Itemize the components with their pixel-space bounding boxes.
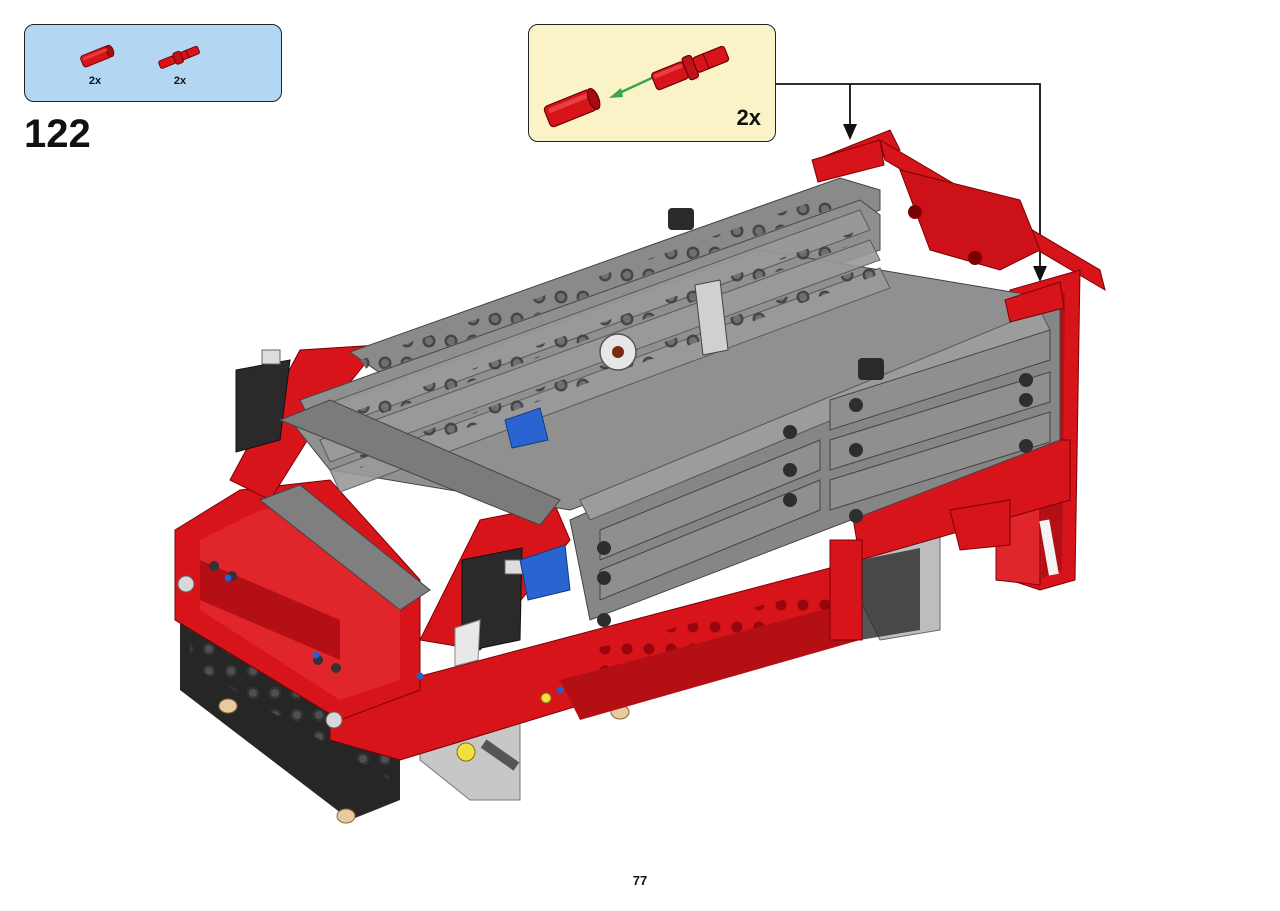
step-number: 122 — [24, 112, 91, 156]
red-axle-pin-icon — [651, 45, 730, 91]
arrow-down-icon — [843, 124, 857, 140]
insertion-arrow-icon — [609, 75, 655, 98]
rear-pin-highlights — [811, 139, 1065, 323]
part-quantity: 2x — [173, 75, 187, 87]
subassembly-callout: 2x — [528, 24, 776, 142]
parts-list-callout: 2x 2x — [24, 24, 282, 102]
red-connector-axle-part: 2x — [65, 39, 125, 93]
subassembly-illustration — [543, 45, 730, 128]
callout-leader-lines — [776, 83, 1041, 270]
grey-bed-panels — [278, 177, 1061, 627]
arrow-down-icon — [1033, 266, 1047, 282]
part-quantity: 2x — [88, 75, 102, 87]
red-axle-pin-part: 2x — [150, 39, 210, 93]
red-connector-icon — [543, 87, 601, 128]
cab-frame — [229, 344, 571, 667]
red-connector-icon — [80, 44, 115, 68]
subassembly-quantity: 2x — [736, 105, 761, 130]
red-axle-pin-icon — [158, 45, 200, 69]
page-number: 77 — [632, 873, 648, 888]
